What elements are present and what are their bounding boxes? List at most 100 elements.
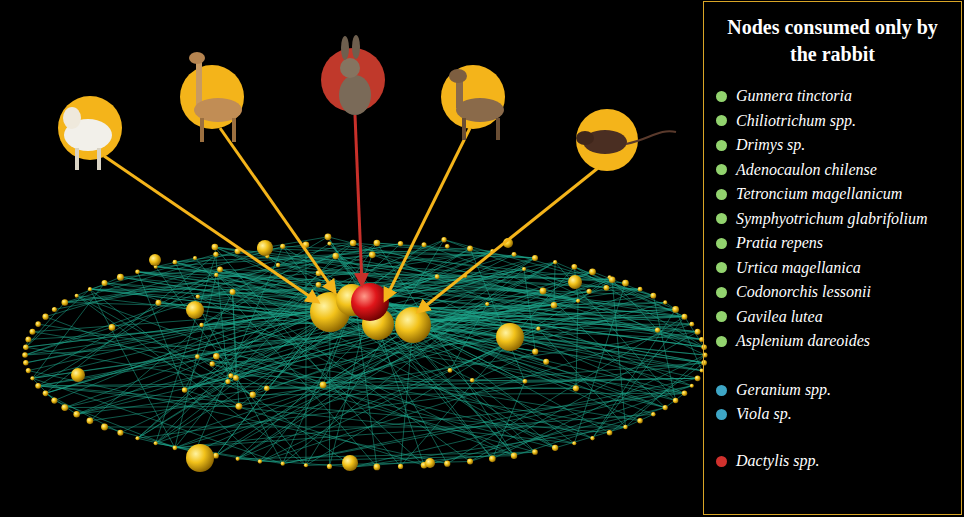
species-node [589, 268, 596, 275]
legend-text: Adenocaulon chilense [736, 161, 877, 179]
legend-swatch [716, 311, 727, 322]
species-node [35, 383, 41, 389]
trophic-link [413, 301, 578, 325]
legend-row: Drimys sp. [716, 135, 805, 155]
legend-swatch [716, 238, 727, 249]
species-node [235, 403, 242, 410]
trophic-link [38, 378, 697, 386]
legend-text: Codonorchis lessonii [736, 283, 871, 301]
species-node [568, 275, 582, 289]
species-node [663, 300, 667, 304]
species-node [325, 233, 332, 240]
species-node [543, 359, 549, 365]
species-node [149, 254, 161, 266]
legend-swatch [716, 140, 727, 151]
species-node [536, 327, 540, 331]
species-node [571, 264, 577, 270]
species-node [637, 418, 642, 423]
deer-icon [441, 65, 505, 140]
trophic-link [77, 322, 378, 414]
species-node [623, 425, 628, 430]
species-node [607, 430, 613, 436]
trophic-link [156, 310, 330, 443]
species-node [695, 329, 701, 335]
species-node [551, 302, 558, 309]
legend-text: Geranium spp. [736, 381, 831, 399]
species-node [587, 289, 592, 294]
species-node [532, 255, 538, 261]
trophic-link [401, 267, 575, 467]
species-node [422, 242, 427, 247]
species-node [689, 322, 694, 327]
species-node [522, 267, 526, 271]
trophic-link [665, 393, 684, 407]
species-node [485, 302, 489, 306]
legend-text: Urtica magellanica [736, 259, 861, 277]
species-node [88, 287, 92, 291]
species-node [590, 436, 594, 440]
species-node [622, 280, 629, 287]
legend-row: Urtica magellanica [716, 258, 861, 278]
legend-row: Symphyotrichum glabrifolium [716, 209, 928, 229]
species-node [467, 459, 473, 465]
species-node [540, 288, 547, 295]
trophic-link [401, 325, 413, 466]
species-node [25, 337, 31, 343]
species-node [258, 459, 262, 463]
species-node [276, 263, 280, 267]
species-node [672, 306, 679, 313]
species-node [281, 462, 285, 466]
species-node [135, 436, 139, 440]
species-node [441, 237, 446, 242]
trophic-link [46, 310, 330, 393]
species-node [573, 385, 579, 391]
trophic-link [370, 302, 665, 408]
species-node [553, 260, 557, 264]
legend-row: Adenocaulon chilense [716, 160, 877, 180]
species-node [369, 252, 376, 259]
trophic-link [65, 310, 330, 408]
species-node [435, 274, 440, 279]
species-node [332, 253, 338, 259]
species-node [155, 300, 161, 306]
species-node [22, 352, 28, 358]
trophic-link [77, 310, 330, 414]
species-node [193, 256, 197, 260]
species-node [173, 260, 178, 265]
species-node [214, 273, 218, 277]
legend-text: Viola sp. [736, 405, 792, 423]
legend-text: Dactylis spp. [736, 452, 820, 470]
trophic-link [239, 302, 370, 406]
legend-row: Viola sp. [716, 404, 792, 424]
species-node [374, 240, 381, 247]
species-node [511, 452, 517, 458]
species-node [395, 307, 431, 343]
legend-title: Nodes consumed only by the rabbit [714, 14, 951, 68]
species-node [650, 293, 656, 299]
trophic-link [355, 300, 704, 363]
species-node [327, 464, 332, 469]
species-node [23, 360, 28, 365]
legend-text: Gavilea lutea [736, 308, 823, 326]
species-node [350, 240, 357, 247]
legend-row: Chiliotrichum spp. [716, 111, 856, 131]
legend-text: Gunnera tinctoria [736, 87, 852, 105]
species-node [572, 441, 576, 445]
species-node [264, 386, 270, 392]
species-node [470, 378, 475, 383]
trophic-link [260, 456, 514, 462]
species-node [316, 282, 322, 288]
legend-row: Dactylis spp. [716, 451, 820, 471]
species-node [213, 252, 218, 257]
legend-row: Gavilea lutea [716, 307, 823, 327]
species-node [233, 375, 239, 381]
species-node [117, 274, 124, 281]
species-node [61, 404, 68, 411]
trophic-link [444, 240, 589, 292]
trophic-link [555, 262, 675, 400]
trophic-link [574, 267, 684, 317]
species-node [75, 294, 79, 298]
species-node [101, 424, 108, 431]
species-node [351, 283, 389, 321]
species-node [35, 321, 41, 327]
